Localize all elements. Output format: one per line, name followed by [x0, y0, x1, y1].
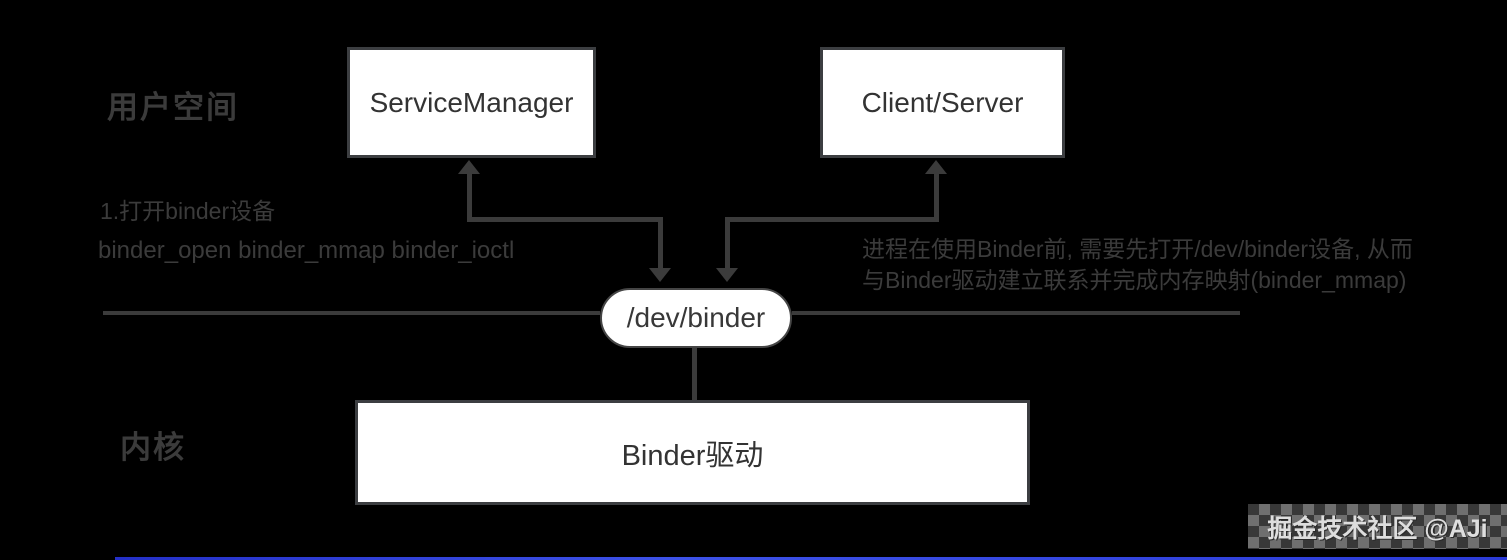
left-annotation-line2: binder_open binder_mmap binder_ioctl [98, 237, 515, 264]
connector-line [725, 217, 730, 269]
connector-line [727, 217, 939, 222]
arrow-down-icon [716, 268, 738, 282]
boundary-line-right [792, 311, 1240, 315]
dev-binder-node: /dev/binder [600, 288, 792, 348]
boundary-line-left [103, 311, 600, 315]
right-annotation-line2: 与Binder驱动建立联系并完成内存映射(binder_mmap) [862, 267, 1407, 293]
arrow-up-icon [925, 160, 947, 174]
connector-line [658, 217, 663, 269]
connector-line [467, 172, 472, 222]
connector-line [692, 348, 697, 400]
connector-line [934, 172, 939, 222]
dev-binder-label: /dev/binder [626, 302, 766, 333]
watermark: 掘金技术社区 @AJi [1248, 504, 1507, 549]
arrow-up-icon [458, 160, 480, 174]
kernel-label: 内核 [120, 430, 186, 465]
arrow-down-icon [649, 268, 671, 282]
watermark-text: 掘金技术社区 @AJi [1267, 514, 1488, 543]
user-space-label: 用户空间 [107, 90, 239, 125]
connector-line [467, 217, 663, 222]
service-manager-box: ServiceManager [347, 47, 596, 158]
left-annotation-line1: 1.打开binder设备 [100, 198, 276, 224]
bottom-blue-line [115, 557, 1507, 560]
right-annotation-line1: 进程在使用Binder前, 需要先打开/dev/binder设备, 从而 [862, 236, 1413, 262]
service-manager-label: ServiceManager [369, 86, 574, 118]
client-server-label: Client/Server [861, 86, 1024, 118]
binder-driver-box: Binder驱动 [355, 400, 1030, 505]
binder-driver-label: Binder驱动 [621, 439, 764, 472]
client-server-box: Client/Server [820, 47, 1065, 158]
